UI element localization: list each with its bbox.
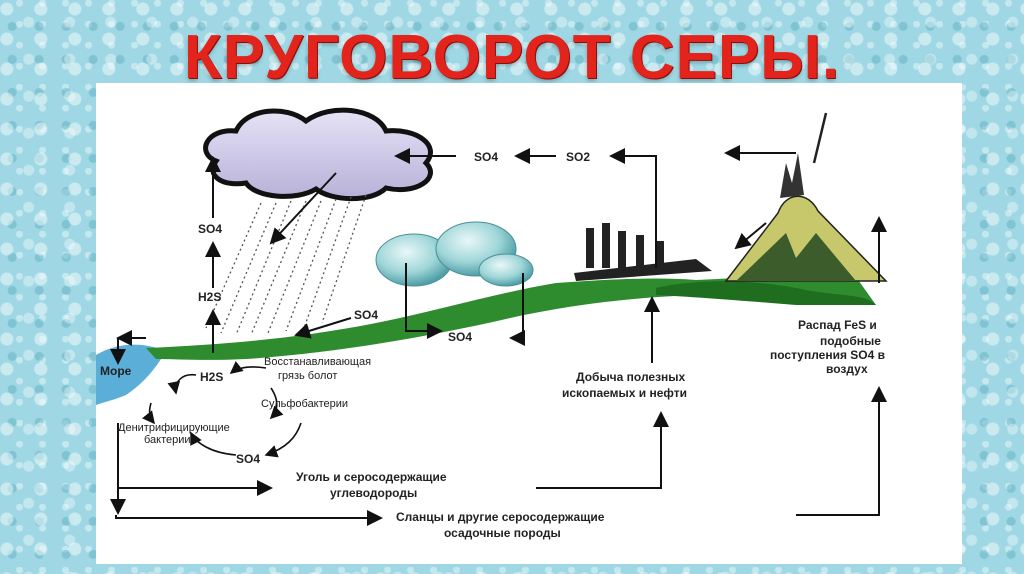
so4-cycle-label: SO4 (236, 452, 260, 466)
fes-label-3: поступления SO4 в (770, 348, 885, 362)
fes-label-4: воздух (826, 362, 868, 376)
so4-top-label: SO4 (474, 150, 498, 164)
sulfobacteria-label: Сульфобактерии (261, 398, 348, 410)
cloud (203, 107, 433, 202)
bush (656, 281, 876, 305)
mining-label-2: ископаемых и нефти (562, 386, 687, 400)
land (146, 275, 876, 360)
shale-label-1: Сланцы и другие серосодержащие (396, 510, 605, 524)
so4-ground-label: SO4 (354, 308, 378, 322)
h2s-rise-label: H2S (198, 290, 221, 304)
coal-label-2: углеводороды (330, 486, 417, 500)
factory (574, 223, 712, 281)
biocycle-arrows (142, 361, 302, 458)
water-drops (375, 221, 534, 287)
denitr-label-1: Денитрифицирующие (118, 422, 230, 434)
denitr-label-2: бактерии (144, 434, 191, 446)
so4-rain-label: SO4 (198, 222, 222, 236)
mining-label-1: Добыча полезных (576, 370, 686, 384)
so4-ground2-label: SO4 (448, 330, 472, 344)
diagram-panel: SO4 SO2 SO4 H2S SO4 SO4 Море H2S Восстан… (96, 83, 962, 564)
fes-label-2: подобные (820, 334, 881, 348)
fes-label-1: Распад FeS и (798, 318, 877, 332)
page-title: КРУГОВОРОТ СЕРЫ. (183, 23, 841, 92)
sulfur-cycle-diagram: SO4 SO2 SO4 H2S SO4 SO4 Море H2S Восстан… (96, 107, 888, 540)
volcano (724, 112, 888, 282)
sea-label: Море (100, 364, 132, 378)
mud-label-1: Восстанавливающая (264, 356, 371, 368)
mud-label-2: грязь болот (278, 370, 337, 382)
so2-top-label: SO2 (566, 150, 590, 164)
cycle-arrows (110, 145, 887, 526)
coal-label-1: Уголь и серосодержащие (296, 470, 447, 484)
h2s-cycle-label: H2S (200, 370, 223, 384)
shale-label-2: осадочные породы (444, 526, 561, 540)
rain (205, 194, 367, 336)
